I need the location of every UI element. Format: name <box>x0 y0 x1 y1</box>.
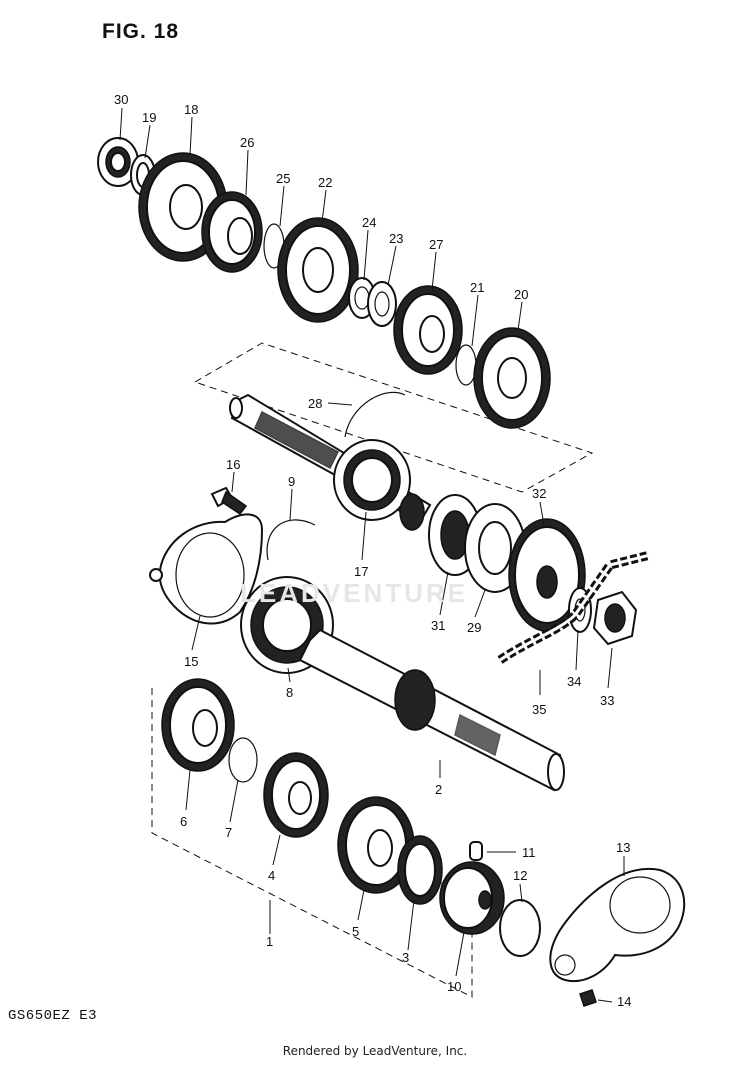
sprocket-32 <box>508 518 586 632</box>
circlip-7 <box>228 737 258 783</box>
figure-title: FIG. 18 <box>102 20 180 43</box>
callout-27: 27 <box>429 237 443 252</box>
bolt-16 <box>210 486 248 516</box>
bearing-8 <box>240 576 334 674</box>
callout-23: 23 <box>389 231 403 246</box>
callout-1: 1 <box>266 934 273 949</box>
dowel-pin-11 <box>469 841 483 861</box>
driveshaft-2 <box>298 628 565 792</box>
callout-34: 34 <box>567 674 581 689</box>
callout-32: 32 <box>532 486 546 501</box>
callout-31: 31 <box>431 618 445 633</box>
circlip-21 <box>455 344 477 386</box>
callout-20: 20 <box>514 287 528 302</box>
callout-9: 9 <box>288 474 295 489</box>
callout-7: 7 <box>225 825 232 840</box>
callout-13: 13 <box>616 840 630 855</box>
nut-33 <box>592 590 638 646</box>
callout-17: 17 <box>354 564 368 579</box>
callout-16: 16 <box>226 457 240 472</box>
callout-19: 19 <box>142 110 156 125</box>
countershaft-group-outline <box>193 342 594 493</box>
gear-26 <box>201 191 263 273</box>
callout-29: 29 <box>467 620 481 635</box>
callout-35: 35 <box>532 702 546 717</box>
callout-24: 24 <box>362 215 376 230</box>
callout-14: 14 <box>617 994 631 1009</box>
bushing-10 <box>439 861 505 935</box>
callout-22: 22 <box>318 175 332 190</box>
bolt-14 <box>579 989 597 1007</box>
callout-labels: 30 19 18 26 25 22 24 23 27 21 20 28 16 9… <box>114 92 631 1009</box>
gear-22 <box>277 217 359 323</box>
callout-33: 33 <box>600 693 614 708</box>
model-code: GS650EZ E3 <box>8 1008 98 1024</box>
callout-6: 6 <box>180 814 187 829</box>
circlip-28 <box>344 391 406 438</box>
circlip-9 <box>266 519 316 561</box>
gear-20 <box>473 327 551 429</box>
bearing-17 <box>333 439 411 521</box>
callout-25: 25 <box>276 171 290 186</box>
washer-23 <box>367 281 397 327</box>
callout-21: 21 <box>470 280 484 295</box>
gear-4 <box>263 752 329 838</box>
render-credit: Rendered by LeadVenture, Inc. <box>282 1044 468 1058</box>
callout-3: 3 <box>402 950 409 965</box>
splined-end <box>399 493 425 531</box>
gear-27 <box>393 285 463 375</box>
callout-8: 8 <box>286 685 293 700</box>
bearing-30 <box>97 137 139 187</box>
callout-4: 4 <box>268 868 275 883</box>
callout-12: 12 <box>513 868 527 883</box>
callout-26: 26 <box>240 135 254 150</box>
callout-2: 2 <box>435 782 442 797</box>
callout-28: 28 <box>308 396 322 411</box>
callout-5: 5 <box>352 924 359 939</box>
gear-6 <box>161 678 235 772</box>
bearing-stopper-plate-15 <box>149 513 264 625</box>
drive-chain-35 <box>497 550 652 664</box>
leader-lines <box>119 107 625 1003</box>
callout-18: 18 <box>184 102 198 117</box>
watermark: LEADVENTURE <box>240 578 469 608</box>
gear-3 <box>397 835 443 905</box>
callout-30: 30 <box>114 92 128 107</box>
callout-15: 15 <box>184 654 198 669</box>
callout-10: 10 <box>447 979 461 994</box>
oil-seal-12 <box>499 899 541 957</box>
callout-11: 11 <box>522 845 536 860</box>
bracket-13 <box>549 867 686 983</box>
